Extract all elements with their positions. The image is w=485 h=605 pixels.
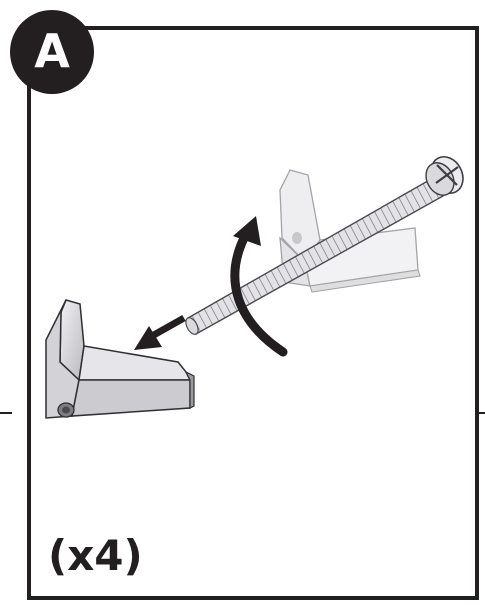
ghost-bracket — [279, 169, 421, 293]
right-cut-mark — [478, 412, 485, 414]
left-cut-mark — [0, 412, 12, 414]
step-panel — [27, 26, 479, 600]
quantity-label: (x4) — [48, 531, 143, 580]
toggle-wing-bracket — [45, 299, 195, 419]
step-badge: A — [10, 10, 94, 94]
toggle-bolt — [185, 156, 464, 335]
step-letter: A — [34, 24, 70, 78]
straight-arrow-icon — [134, 314, 186, 350]
curved-arrow-icon — [230, 216, 288, 357]
